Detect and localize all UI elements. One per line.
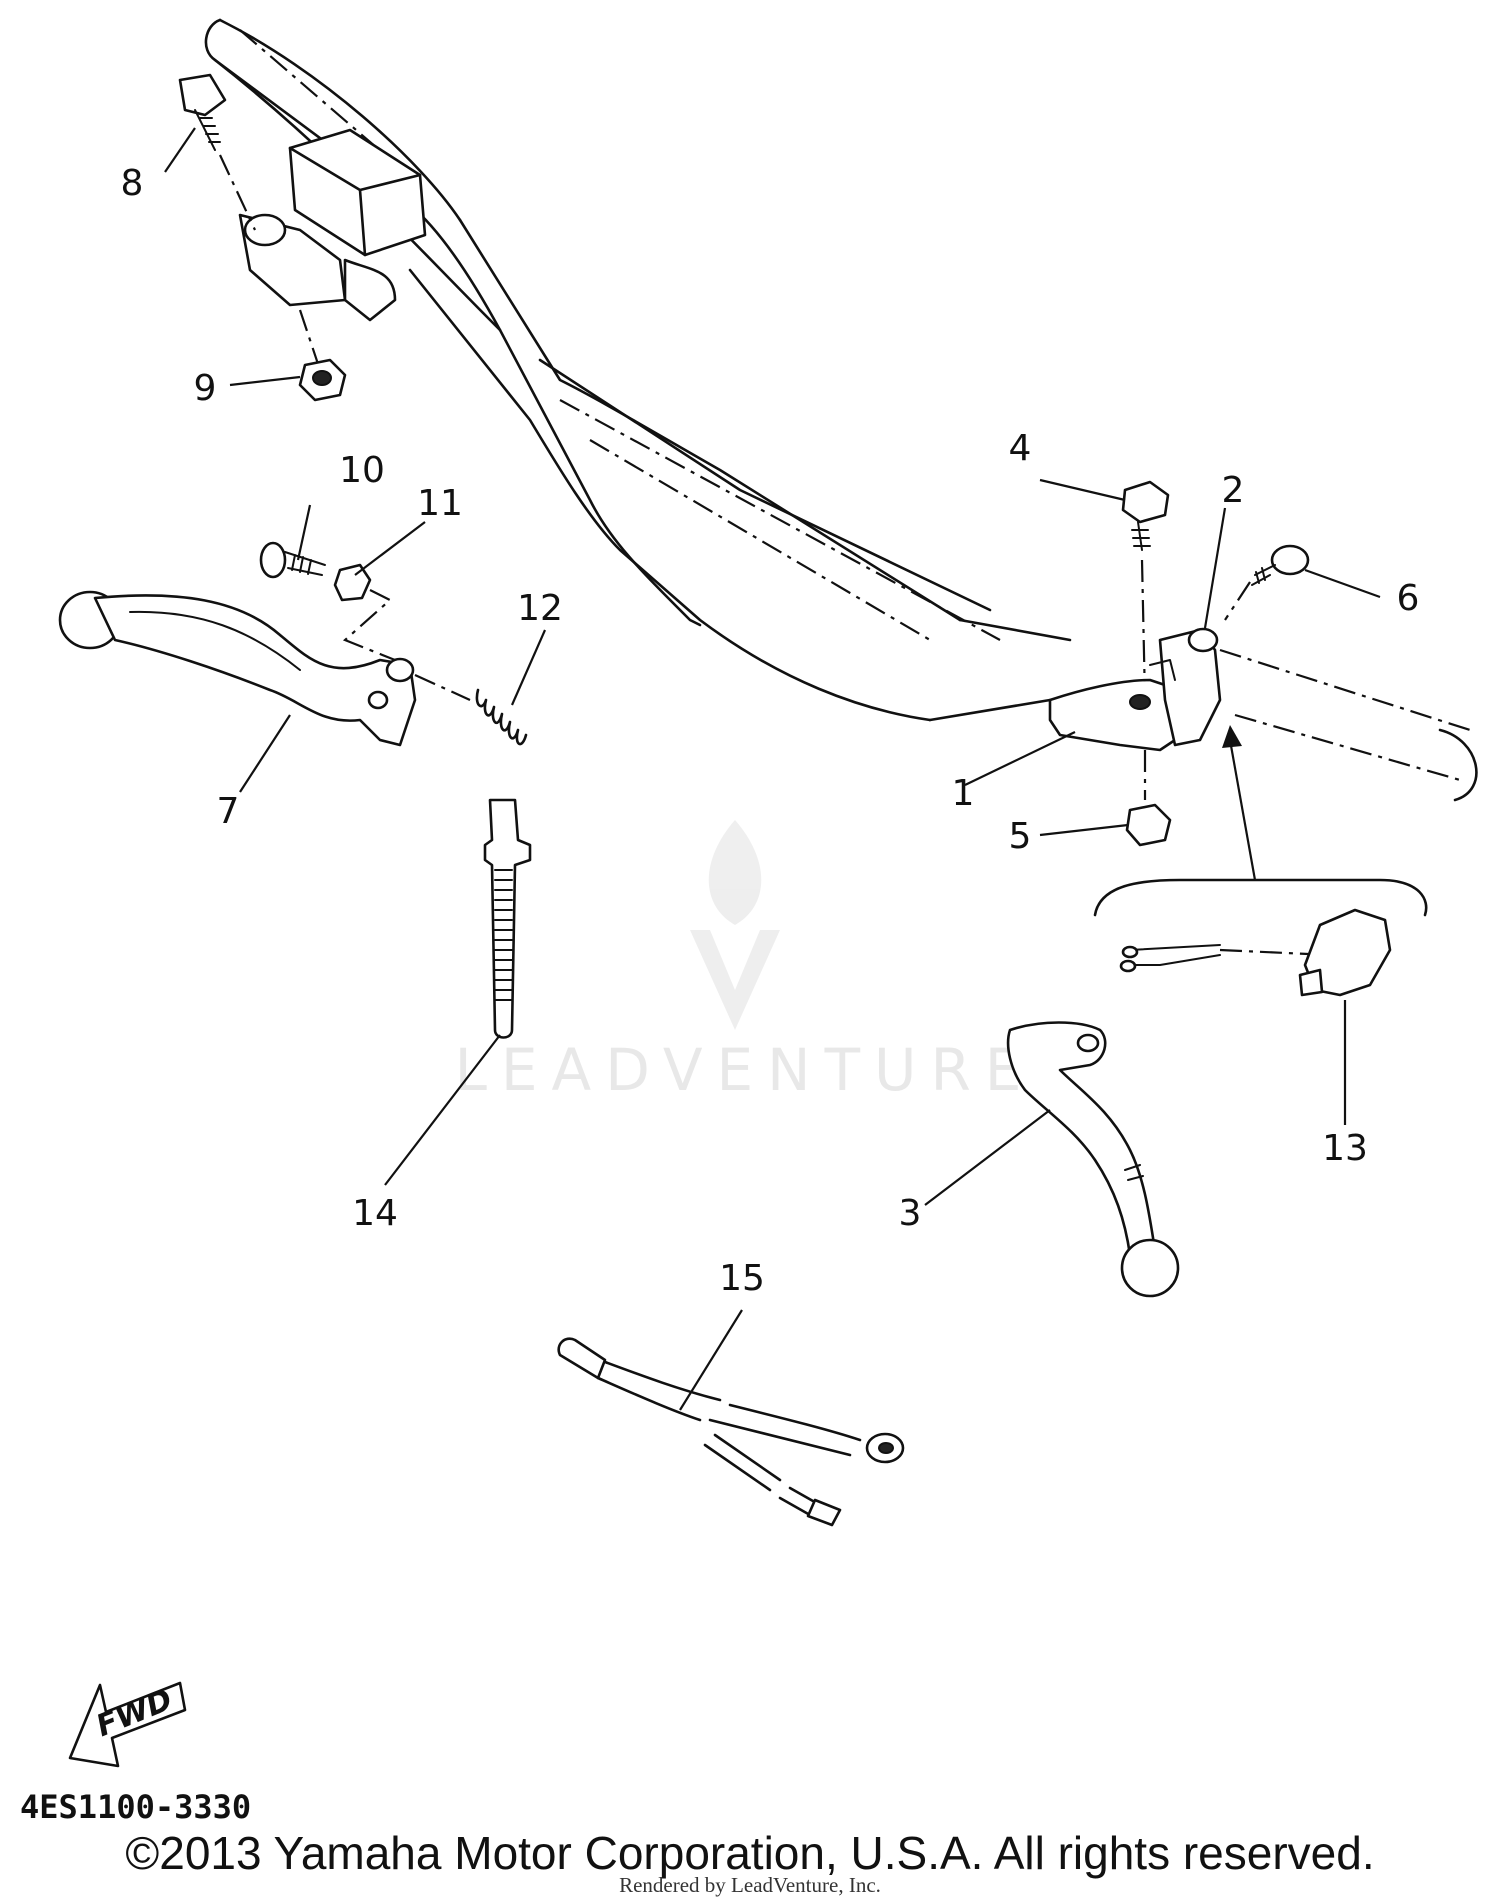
bolt-8 [178,73,256,231]
rendered-by: Rendered by LeadVenture, Inc. [619,1873,881,1897]
callout-15: 15 [719,1258,765,1299]
fwd-label: FWD [91,1682,177,1744]
callout-1: 1 [952,773,975,814]
lever-7 [58,590,417,747]
copyright-notice: ©2013 Yamaha Motor Corporation, U.S.A. A… [125,1827,1375,1879]
nut-11 [333,563,396,662]
watermark-text: LEADVENTURE [455,1036,1036,1104]
callout-6: 6 [1397,578,1420,619]
callout-10: 10 [339,450,385,491]
leader-lines [164,127,1381,1411]
detail-arrow [1093,725,1428,917]
bolt-10 [259,541,326,579]
lever-3 [1006,1021,1180,1298]
callout-13: 13 [1322,1128,1368,1169]
callout-5: 5 [1009,816,1032,857]
lever-holder-1 [1048,627,1222,752]
callout-7: 7 [217,791,240,832]
watermark: LEADVENTURE [455,820,1036,1104]
cable-tie-14 [483,798,532,1039]
callout-3: 3 [899,1193,922,1234]
switch-13 [1119,908,1392,997]
wire-lead-15 [557,1337,905,1527]
fwd-arrow-icon: FWD [68,1681,187,1768]
callout-2: 2 [1222,470,1245,511]
callout-11: 11 [417,483,463,524]
callout-12: 12 [517,588,563,629]
callout-4: 4 [1009,428,1032,469]
callout-8: 8 [121,163,144,204]
nut-9 [298,309,347,402]
callout-9: 9 [194,368,217,409]
bolt-4 [1121,480,1170,701]
screw-6 [1224,544,1310,621]
callout-14: 14 [352,1193,398,1234]
spring-12 [414,673,528,746]
master-cylinder-clamp [238,128,427,322]
handlebar [204,18,1478,802]
part-code: 4ES1100-3330 [20,1788,252,1826]
nut-5 [1125,750,1172,847]
